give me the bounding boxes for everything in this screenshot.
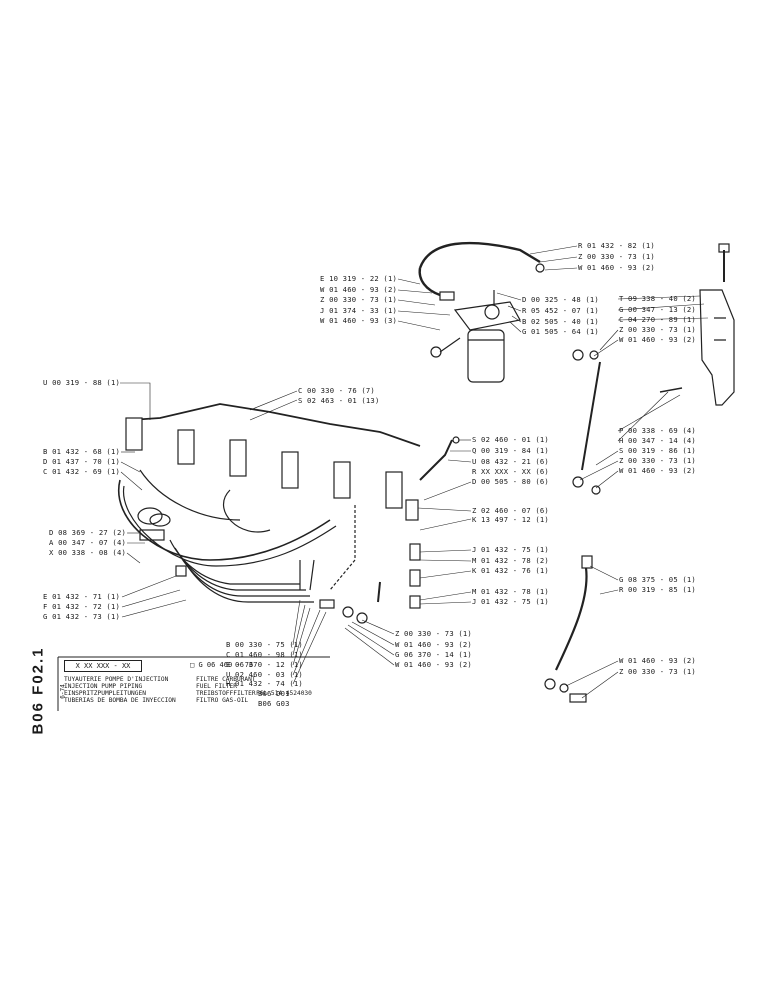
part-label: Z 00 330 - 73 (1) <box>395 629 472 638</box>
part-label: G 08 375 - 05 (1) <box>619 575 696 584</box>
part-label: R 05 452 - 07 (1) <box>522 306 599 315</box>
part-label: Z 00 330 - 73 (1) <box>619 667 696 676</box>
title-de: EINSPRITZPUMPLEITUNGEN <box>64 690 146 697</box>
doc-ref: F6L 514 4524030 <box>256 690 312 697</box>
part-label: Z 00 330 - 73 (1) <box>619 456 696 465</box>
checkbox-ref: □ G 06 460 - 76 <box>190 661 253 669</box>
part-label: C 01 432 - 69 (1) <box>43 467 120 476</box>
part-label: E 10 319 - 22 (1) <box>320 274 397 283</box>
part-label: B 01 432 - 68 (1) <box>43 447 120 456</box>
injection-pump-assembly <box>117 403 460 624</box>
sheet-code-text: B06 F02.1 <box>29 646 47 735</box>
fuel-filter-assembly <box>418 241 545 383</box>
part-label: X 00 338 - 08 (4) <box>49 548 126 557</box>
part-label: J 01 432 - 75 (1) <box>472 597 549 606</box>
checkbox-ref-text: G 06 460 - 76 <box>198 661 254 669</box>
part-label: Z 00 330 - 73 (1) <box>578 252 655 261</box>
title-es: TUBERIAS DE BOMBA DE INYECCION <box>64 697 176 704</box>
part-label: U 00 319 - 88 (1) <box>43 378 120 387</box>
leader-lines <box>120 245 709 699</box>
part-label: P 00 338 - 69 (4) <box>619 426 696 435</box>
part-label: W 01 460 - 93 (2) <box>619 335 696 344</box>
part-label: B06 G03 <box>258 699 290 708</box>
part-label: D 01 437 - 70 (1) <box>43 457 120 466</box>
part-label: S 00 319 - 86 (1) <box>619 446 696 455</box>
part-label: D 00 325 - 48 (1) <box>522 295 599 304</box>
part-label: C 04 270 - 89 (1) <box>619 315 696 324</box>
reference-box: X XX XXX - XX <box>64 660 142 672</box>
part-label: R 01 432 - 82 (1) <box>578 241 655 250</box>
part-label: G 06 370 - 14 (1) <box>395 650 472 659</box>
part-label: W 01 460 - 93 (2) <box>619 656 696 665</box>
part-label: S 02 463 - 01 (13) <box>298 396 380 405</box>
part-label: W 01 460 - 93 (2) <box>395 660 472 669</box>
return-pipe <box>544 555 593 703</box>
part-label: M 01 432 - 78 (1) <box>472 587 549 596</box>
part-label: D 08 369 - 27 (2) <box>49 528 126 537</box>
filter-en: FUEL FILTER <box>196 683 237 690</box>
part-label: W 01 460 - 93 (2) <box>578 263 655 272</box>
part-label: B 02 505 - 40 (1) <box>522 317 599 326</box>
part-label: W 01 460 - 93 (2) <box>320 285 397 294</box>
part-label: J 01 374 - 33 (1) <box>320 306 397 315</box>
part-label: W 01 460 - 93 (2) <box>395 640 472 649</box>
part-label: E 06 370 - 12 (1) <box>226 660 303 669</box>
part-label: J 01 432 - 75 (1) <box>472 545 549 554</box>
part-label: H 00 347 - 14 (4) <box>619 436 696 445</box>
part-label: W 01 460 - 93 (2) <box>619 466 696 475</box>
part-label: Z 00 330 - 73 (1) <box>320 295 397 304</box>
title-en: INJECTION PUMP PIPING <box>64 683 143 690</box>
part-label: C 00 330 - 76 (7) <box>298 386 375 395</box>
part-label: E 01 432 - 71 (1) <box>43 592 120 601</box>
part-label: D 00 505 - 80 (6) <box>472 477 549 486</box>
bracket-assembly <box>572 243 735 495</box>
part-label: Q 00 319 - 84 (1) <box>472 446 549 455</box>
part-label: K 01 432 - 76 (1) <box>472 566 549 575</box>
part-label: A 00 347 - 07 (4) <box>49 538 126 547</box>
checkbox-icon: □ <box>190 661 199 669</box>
part-label: F 01 432 - 72 (1) <box>43 602 120 611</box>
title-fr: TUYAUTERIE POMPE D'INJECTION <box>64 676 169 683</box>
part-label: T 09 338 - 40 (2) <box>619 294 696 303</box>
part-label: W 01 460 - 93 (3) <box>320 316 397 325</box>
part-label: S 02 460 - 01 (1) <box>472 435 549 444</box>
part-label: R 00 319 - 85 (1) <box>619 585 696 594</box>
part-label: C 01 460 - 98 (1) <box>226 650 303 659</box>
filter-de: TREIBSTOFFFILTER <box>196 690 256 697</box>
part-label: U 08 432 - 21 (6) <box>472 457 549 466</box>
filter-es: FILTRO GAS-OIL <box>196 697 249 704</box>
part-label: G 01 432 - 73 (1) <box>43 612 120 621</box>
part-label: M 01 432 - 78 (2) <box>472 556 549 565</box>
part-label: G 01 505 - 64 (1) <box>522 327 599 336</box>
part-label: B06 D01 <box>258 689 290 698</box>
filter-fr: FILTRE CARBURANT <box>196 676 256 683</box>
part-label: K 13 497 - 12 (1) <box>472 515 549 524</box>
part-label: R XX XXX - XX (6) <box>472 467 549 476</box>
sheet-code: B06 F02.1 <box>28 644 48 744</box>
part-label: U 02 460 - 03 (1) <box>226 670 303 679</box>
part-label: Z 00 330 - 73 (1) <box>619 325 696 334</box>
part-label: B 00 330 - 75 (1) <box>226 640 303 649</box>
part-label: H 01 432 - 74 (1) <box>226 679 303 688</box>
part-label: Z 02 460 - 07 (6) <box>472 506 549 515</box>
part-label: G 00 347 - 13 (2) <box>619 305 696 314</box>
